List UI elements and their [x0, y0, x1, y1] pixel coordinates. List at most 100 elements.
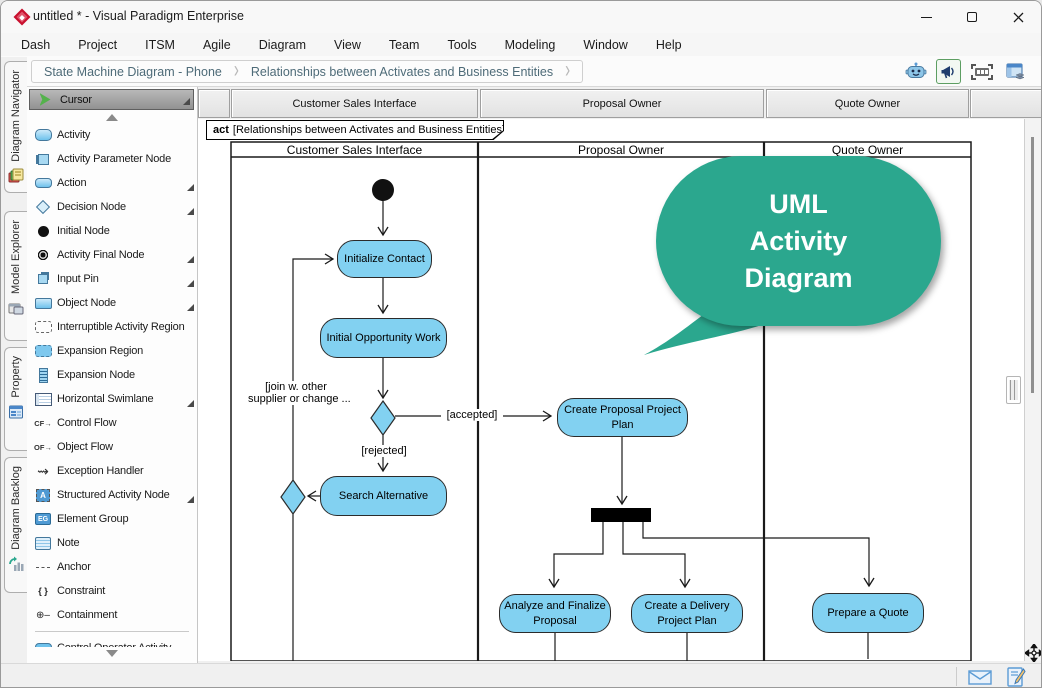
exception-handler-icon [34, 463, 52, 479]
lane-selector-stub[interactable] [198, 89, 230, 118]
fork-bar[interactable] [591, 508, 651, 522]
close-button[interactable] [995, 1, 1041, 33]
activity-icon [34, 127, 52, 143]
palette-item-constraint[interactable]: Constraint [27, 579, 197, 603]
lane-title-customer-sales-interface[interactable]: Customer Sales Interface [286, 142, 423, 157]
palette-item-action[interactable]: Action [27, 171, 197, 195]
panel-layout-button[interactable] [1002, 59, 1027, 84]
merge-node[interactable] [280, 478, 306, 516]
expansion-node-icon [34, 367, 52, 383]
palette-scroll-down[interactable] [27, 650, 197, 660]
menu-agile[interactable]: Agile [202, 37, 231, 52]
decision-node[interactable] [370, 399, 396, 437]
submenu-corner-icon [187, 400, 194, 407]
palette-item-exception-handler[interactable]: Exception Handler [27, 459, 197, 483]
menu-project[interactable]: Project [78, 37, 118, 52]
maximize-button[interactable] [949, 1, 995, 33]
announcement-button[interactable] [936, 59, 961, 84]
palette-item-expansion-region[interactable]: Expansion Region [27, 339, 197, 363]
palette-item-activity-parameter-node[interactable]: Activity Parameter Node [27, 147, 197, 171]
maximize-icon [967, 12, 977, 22]
node-initial-opportunity-work[interactable]: Initial Opportunity Work [320, 318, 447, 358]
palette-item-note[interactable]: Note [27, 531, 197, 555]
palette-item-activity-final-node[interactable]: Activity Final Node [27, 243, 197, 267]
palette-item-control-flow[interactable]: Control Flow [27, 411, 197, 435]
vertical-scrollbar[interactable] [1024, 119, 1041, 661]
tab-property[interactable]: Property [4, 347, 27, 451]
menu-view[interactable]: View [334, 37, 361, 52]
lane-title-quote-owner[interactable]: Quote Owner [831, 142, 904, 157]
node-create-a-delivery-project-plan[interactable]: Create a Delivery Project Plan [631, 594, 743, 633]
guard-join-supplier[interactable]: [join w. other supplier or change ... [248, 381, 351, 405]
diagram-canvas[interactable]: act [Relationships between Activates and… [198, 119, 1024, 661]
edit-note-icon[interactable] [1005, 666, 1027, 688]
palette-item-cursor[interactable]: Cursor [29, 89, 194, 110]
lane-title-proposal-owner[interactable]: Proposal Owner [577, 142, 665, 157]
palette-scroll-up[interactable] [27, 114, 197, 124]
initial-node-icon [34, 223, 52, 239]
breadcrumb-item-current[interactable]: Relationships between Activates and Busi… [250, 64, 554, 79]
node-create-proposal-project-plan[interactable]: Create Proposal Project Plan [557, 398, 688, 437]
node-initialize-contact[interactable]: Initialize Contact [337, 240, 432, 278]
tab-diagram-backlog[interactable]: Diagram Backlog [4, 457, 27, 593]
palette-item-input-pin[interactable]: Input Pin [27, 267, 197, 291]
palette-item-decision-node[interactable]: Decision Node [27, 195, 197, 219]
palette-item-object-node[interactable]: Object Node [27, 291, 197, 315]
guard-rejected[interactable]: [rejected] [355, 445, 413, 457]
menu-bar: Dash Project ITSM Agile Diagram View Tea… [1, 33, 1041, 56]
node-analyze-and-finalize-proposal[interactable]: Analyze and Finalize Proposal [499, 594, 611, 633]
palette-item-partial-wrap: Control Operator Activity [27, 636, 197, 647]
palette-item-expansion-node[interactable]: Expansion Node [27, 363, 197, 387]
palette-item-anchor[interactable]: Anchor [27, 555, 197, 579]
callout-line-2: Activity [749, 225, 848, 256]
palette-item-interruptible-activity-region[interactable]: Interruptible Activity Region [27, 315, 197, 339]
menu-window[interactable]: Window [583, 37, 628, 52]
panel-layout-icon [1006, 63, 1025, 79]
pan-move-icon[interactable] [1025, 644, 1042, 662]
palette-item-object-flow[interactable]: Object Flow [27, 435, 197, 459]
menu-help[interactable]: Help [655, 37, 682, 52]
chevron-right-icon: › [233, 56, 239, 84]
tab-diagram-navigator[interactable]: Diagram Navigator [4, 61, 27, 193]
menu-diagram[interactable]: Diagram [258, 37, 306, 52]
menu-modeling[interactable]: Modeling [504, 37, 556, 52]
selection-frame-button[interactable] [969, 59, 994, 84]
palette-item-control-operator-activity[interactable]: Control Operator Activity [27, 636, 197, 647]
node-prepare-a-quote[interactable]: Prepare a Quote [812, 593, 924, 633]
anchor-icon [34, 559, 52, 575]
lane-selector-stub-right[interactable] [970, 89, 1041, 118]
window-title: untitled * - Visual Paradigm Enterprise [33, 9, 244, 23]
palette-item-initial-node[interactable]: Initial Node [27, 219, 197, 243]
node-search-alternative[interactable]: Search Alternative [320, 476, 447, 516]
menu-dash[interactable]: Dash [21, 37, 51, 52]
panel-splitter-grip[interactable] [1006, 376, 1021, 404]
tab-model-explorer[interactable]: Model Explorer [4, 211, 27, 341]
expansion-region-icon [34, 343, 52, 359]
mail-icon[interactable] [967, 668, 993, 686]
callout-bubble[interactable]: UML Activity Diagram [656, 156, 941, 326]
lane-selector-proposal-owner[interactable]: Proposal Owner [480, 89, 764, 118]
lane-selector-quote-owner[interactable]: Quote Owner [766, 89, 969, 118]
guard-accepted[interactable]: [accepted] [441, 409, 503, 421]
palette-item-element-group[interactable]: Element Group [27, 507, 197, 531]
palette-item-activity[interactable]: Activity [27, 123, 197, 147]
control-flow-icon [34, 415, 52, 431]
menu-tools[interactable]: Tools [447, 37, 477, 52]
lane-selector-customer-sales-interface[interactable]: Customer Sales Interface [231, 89, 478, 118]
initial-node[interactable] [372, 179, 394, 201]
menu-itsm[interactable]: ITSM [145, 37, 175, 52]
minimize-button[interactable] [903, 1, 949, 33]
scrollbar-thumb[interactable] [1031, 137, 1034, 393]
close-icon [1013, 12, 1023, 22]
bot-assistant-button[interactable] [903, 59, 928, 84]
palette-item-containment[interactable]: Containment [27, 603, 197, 627]
bot-icon [905, 62, 926, 78]
diagram-frame-label[interactable]: act [Relationships between Activates and… [206, 120, 504, 140]
swimlane-selector-row: Customer Sales Interface Proposal Owner … [198, 89, 1041, 118]
action-icon [34, 175, 52, 191]
palette-item-horizontal-swimlane[interactable]: Horizontal Swimlane [27, 387, 197, 411]
menu-team[interactable]: Team [388, 37, 420, 52]
palette-item-structured-activity-node[interactable]: Structured Activity Node [27, 483, 197, 507]
breadcrumb-item-parent[interactable]: State Machine Diagram - Phone [44, 64, 222, 79]
